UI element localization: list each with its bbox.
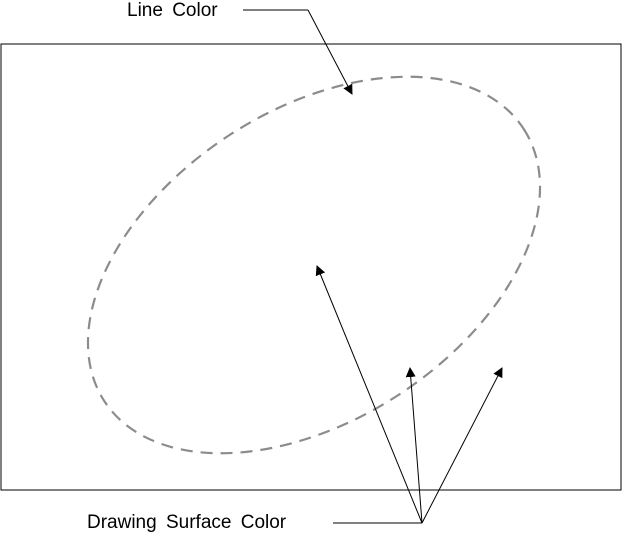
line-color-label: Line Color: [127, 0, 218, 21]
drawing-surface: [0, 43, 622, 491]
line-color-arrow: [307, 9, 353, 95]
dashed-line-ellipse: [86, 75, 542, 455]
drawing-surface-arrow-center: [315, 265, 423, 524]
drawing-surface-arrow-right: [421, 367, 503, 524]
drawing-surface-arrow-middle: [405, 367, 423, 524]
drawing-surface-color-label: Drawing Surface Color: [87, 512, 287, 533]
